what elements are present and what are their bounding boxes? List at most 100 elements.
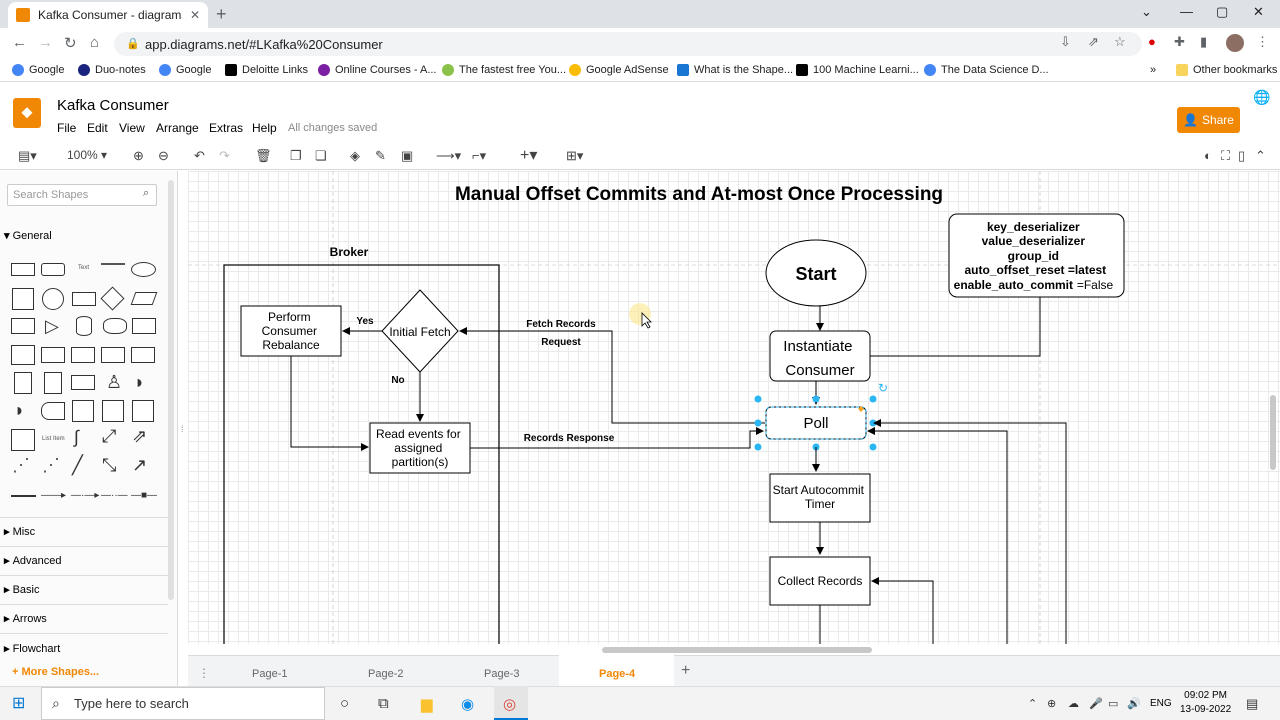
file-explorer-icon[interactable]: ▆ <box>421 696 433 713</box>
search-icon[interactable]: ⌕ <box>143 187 150 199</box>
theme-icon[interactable]: ◐ <box>1204 148 1212 163</box>
to-front-icon[interactable]: ❐ <box>290 148 302 163</box>
rounded-rect-shape[interactable] <box>41 263 65 276</box>
shape-style-handle[interactable] <box>858 406 864 412</box>
fullscreen-icon[interactable]: ⛶ <box>1221 148 1231 163</box>
collapse-icon[interactable]: ⌃ <box>1255 148 1266 163</box>
bookmark-item[interactable]: Duo-notes <box>78 64 146 76</box>
format-panel-icon[interactable]: ▯ <box>1238 148 1246 163</box>
fetch-request-edge[interactable] <box>459 327 765 424</box>
share-page-icon[interactable]: ⇗ <box>1088 34 1099 49</box>
loop-edge-poll-inner[interactable] <box>867 427 1008 644</box>
close-window-icon[interactable]: ✕ <box>1253 4 1264 19</box>
parallelogram-shape[interactable] <box>130 292 158 305</box>
bidirectional-arrow-shape[interactable]: ⤢ <box>102 426 117 446</box>
home-icon[interactable]: ⌂ <box>90 34 100 51</box>
curve-shape[interactable]: ∫ <box>74 427 79 447</box>
callout-shape[interactable] <box>71 375 95 390</box>
more-shapes-button[interactable]: + More Shapes... <box>12 666 100 678</box>
redo-icon[interactable]: ↷ <box>219 148 230 163</box>
resize-handle[interactable] <box>754 443 762 451</box>
lock-icon[interactable]: 🔒 <box>126 38 140 50</box>
menu-file[interactable]: File <box>57 121 77 135</box>
fill-color-icon[interactable]: ◈ <box>350 148 360 163</box>
page-tab-3[interactable]: Page-3 <box>484 668 520 680</box>
back-icon[interactable]: ← <box>12 34 27 51</box>
globe-icon[interactable]: 🌐 <box>1253 89 1271 105</box>
hexagon-shape[interactable] <box>11 318 35 334</box>
display-icon[interactable]: ▭ <box>1108 698 1119 710</box>
zoom-select[interactable]: 100% ▾ <box>67 148 108 162</box>
opera-extension-icon[interactable]: ● <box>1148 34 1156 49</box>
config-node[interactable] <box>948 213 1125 298</box>
internal-storage-shape[interactable] <box>11 345 35 365</box>
category-advanced[interactable]: ▸ Advanced <box>4 555 62 567</box>
panel-toggle-icon[interactable]: ▤▾ <box>18 148 37 163</box>
zoom-out-icon[interactable]: ⊖ <box>158 148 169 163</box>
tab-search-icon[interactable]: ⌄ <box>1141 4 1152 19</box>
reload-icon[interactable]: ↻ <box>64 35 77 52</box>
cloud-shape[interactable] <box>103 318 127 334</box>
browser-tab[interactable]: Kafka Consumer - diagrams.net ✕ <box>8 2 208 28</box>
sidebar-resize-handle[interactable]: ⁞ <box>181 424 184 434</box>
omnibox[interactable] <box>114 32 1142 56</box>
other-bookmarks[interactable]: Other bookmarks <box>1176 64 1277 76</box>
bookmark-item[interactable]: What is the Shape... <box>677 64 793 76</box>
extensions-icon[interactable]: ✚ <box>1174 34 1185 49</box>
bookmark-item[interactable]: Google <box>159 64 211 76</box>
dashed-line-shape[interactable]: ⋰ <box>12 455 30 475</box>
task-view-icon[interactable]: ⧉ <box>378 695 389 712</box>
process-shape[interactable] <box>72 292 96 306</box>
connection-icon[interactable]: ⟶▾ <box>436 148 462 163</box>
broker-container[interactable] <box>223 264 500 644</box>
bookmark-star-icon[interactable]: ☆ <box>1114 34 1126 49</box>
chrome-taskbar-item[interactable] <box>494 686 528 720</box>
category-flowchart[interactable]: ▸ Flowchart <box>4 643 61 655</box>
square-shape[interactable] <box>12 288 34 310</box>
category-arrows[interactable]: ▸ Arrows <box>4 613 47 625</box>
add-page-icon[interactable]: + <box>681 662 691 679</box>
rebalance-node[interactable] <box>240 305 342 357</box>
language-indicator[interactable]: ENG <box>1150 698 1172 709</box>
cube-shape[interactable] <box>41 347 65 363</box>
menu-edit[interactable]: Edit <box>87 121 108 135</box>
collect-node[interactable] <box>769 556 871 606</box>
insert-icon[interactable]: +▾ <box>520 147 538 164</box>
instantiate-node[interactable] <box>769 330 871 382</box>
step-shape[interactable] <box>71 347 95 363</box>
table-icon[interactable]: ⊞▾ <box>566 148 584 163</box>
start-node[interactable] <box>765 239 867 307</box>
circle-shape[interactable] <box>42 288 64 310</box>
menu-help[interactable]: Help <box>252 121 277 135</box>
taskbar-clock[interactable]: 09:02 PM 13-09-2022 <box>1180 689 1231 717</box>
bookmark-item[interactable]: 100 Machine Learni... <box>796 64 919 76</box>
page-tab-1[interactable]: Page-1 <box>252 668 288 680</box>
sidebar-scrollbar[interactable] <box>168 180 174 600</box>
category-general[interactable]: ▾ General <box>4 230 52 242</box>
cylinder-shape[interactable] <box>76 316 92 336</box>
frame-shape[interactable] <box>102 400 124 422</box>
taskbar-search-input[interactable]: Type here to search <box>41 687 325 720</box>
rotate-handle-icon[interactable]: ↻ <box>878 381 888 395</box>
actor-shape[interactable]: ♙ <box>106 372 123 392</box>
link-shape[interactable] <box>11 495 36 497</box>
maximize-icon[interactable]: ▢ <box>1216 4 1229 19</box>
pages-menu-icon[interactable]: ⋮ <box>198 666 210 680</box>
line-shape[interactable]: ╱ <box>72 455 83 475</box>
line-color-icon[interactable]: ✎ <box>375 148 386 163</box>
connector-2-label-shape[interactable]: —··— <box>101 490 128 501</box>
bookmark-item[interactable]: Online Courses - A... <box>318 64 437 76</box>
canvas-vertical-scrollbar[interactable] <box>1270 395 1276 470</box>
broker-label[interactable]: Broker <box>330 245 369 259</box>
delete-icon[interactable]: 🗑 <box>255 148 272 163</box>
network-globe-icon[interactable]: ⊕ <box>1047 698 1057 710</box>
container-shape[interactable] <box>72 400 94 422</box>
page-tab-4-active[interactable] <box>559 655 674 686</box>
resize-handle[interactable] <box>869 443 877 451</box>
microphone-icon[interactable]: 🎤 <box>1089 698 1103 710</box>
resize-handle[interactable] <box>754 419 762 427</box>
zoom-in-icon[interactable]: ⊕ <box>133 148 144 163</box>
tape-shape[interactable] <box>131 347 155 363</box>
triangle-shape[interactable]: ▷ <box>45 316 59 336</box>
install-icon[interactable]: ⇩ <box>1060 34 1071 49</box>
